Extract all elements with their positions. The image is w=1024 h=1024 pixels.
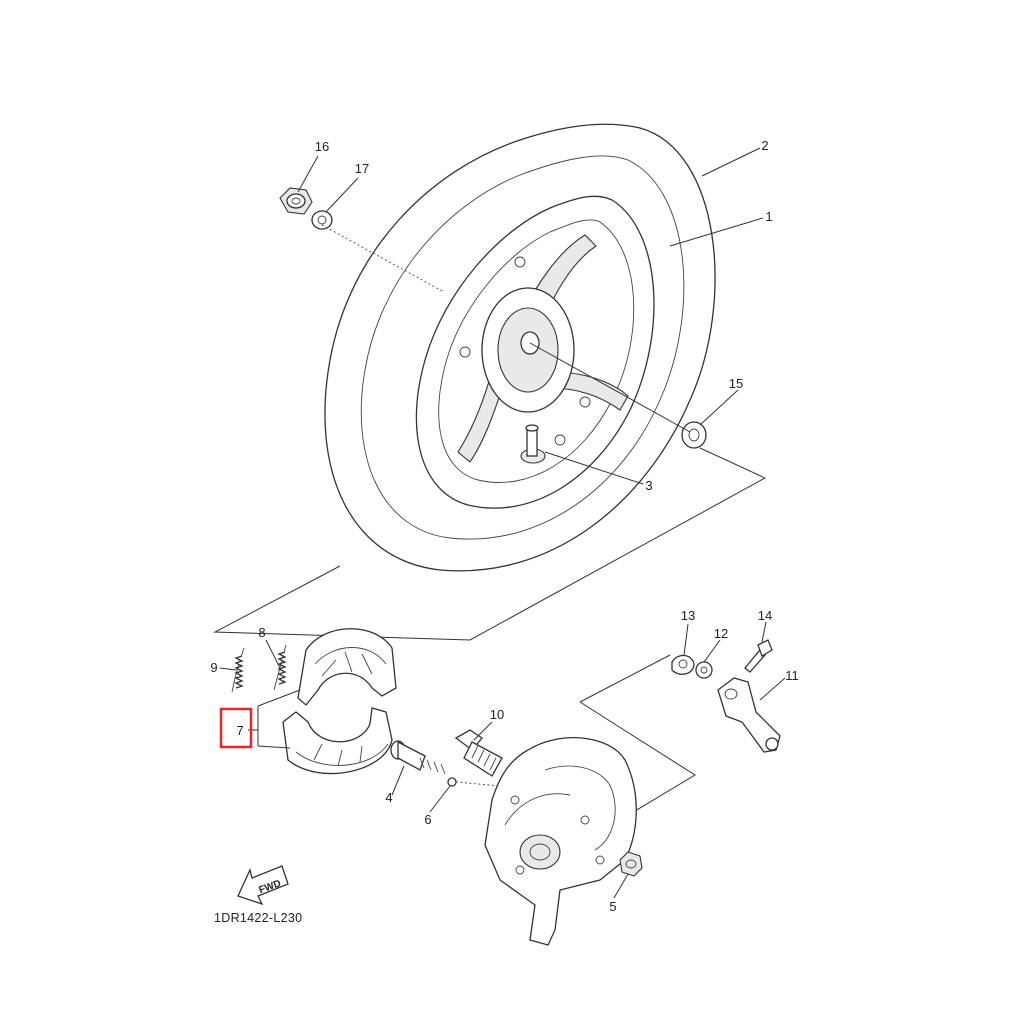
brake-shoe-lower xyxy=(282,707,393,775)
callout-15: 15 xyxy=(729,376,743,391)
rim-inner xyxy=(438,219,635,483)
wheel-assembly xyxy=(324,123,716,572)
flange-nut xyxy=(619,851,643,877)
lever-bolt xyxy=(744,639,773,673)
valve xyxy=(520,424,546,464)
callout-10: 10 xyxy=(490,707,504,722)
plain-washer-12 xyxy=(695,661,713,679)
callout-9: 9 xyxy=(210,660,217,675)
callout-3: 3 xyxy=(645,478,652,493)
brake-cam-shaft xyxy=(454,729,503,777)
callout-8: 8 xyxy=(258,625,265,640)
highlight-box xyxy=(219,707,253,749)
callout-2: 2 xyxy=(761,138,768,153)
camshaft-lever xyxy=(717,677,781,753)
brake-panel xyxy=(484,737,637,946)
o-ring-seal xyxy=(447,777,501,787)
spoke xyxy=(549,371,629,411)
fwd-arrow-icon: FWD xyxy=(237,865,289,906)
anchor-pin xyxy=(390,740,446,775)
washer-15 xyxy=(681,421,707,449)
callout-17: 17 xyxy=(355,161,369,176)
callout-12: 12 xyxy=(714,626,728,641)
axle-nut xyxy=(279,187,313,215)
callout-1: 1 xyxy=(765,209,772,224)
assembly-frame-lines xyxy=(213,447,767,821)
callout-13: 13 xyxy=(681,608,695,623)
callout-5: 5 xyxy=(609,899,616,914)
panel-bearing xyxy=(519,834,561,870)
brake-shoe-upper xyxy=(297,628,397,706)
callout-16: 16 xyxy=(315,139,329,154)
spoke xyxy=(457,377,506,463)
washer-17 xyxy=(311,210,333,230)
callout-6: 6 xyxy=(424,812,431,827)
leader-lines xyxy=(219,147,786,899)
callout-4: 4 xyxy=(385,790,392,805)
wear-indicator-13 xyxy=(671,654,695,675)
diagram-code: 1DR1422-L230 xyxy=(214,911,302,925)
callout-11: 11 xyxy=(785,668,799,683)
tire-inner-edge xyxy=(360,155,685,540)
callout-14: 14 xyxy=(758,608,772,623)
spring-9 xyxy=(231,647,245,693)
callout-7: 7 xyxy=(236,723,243,738)
